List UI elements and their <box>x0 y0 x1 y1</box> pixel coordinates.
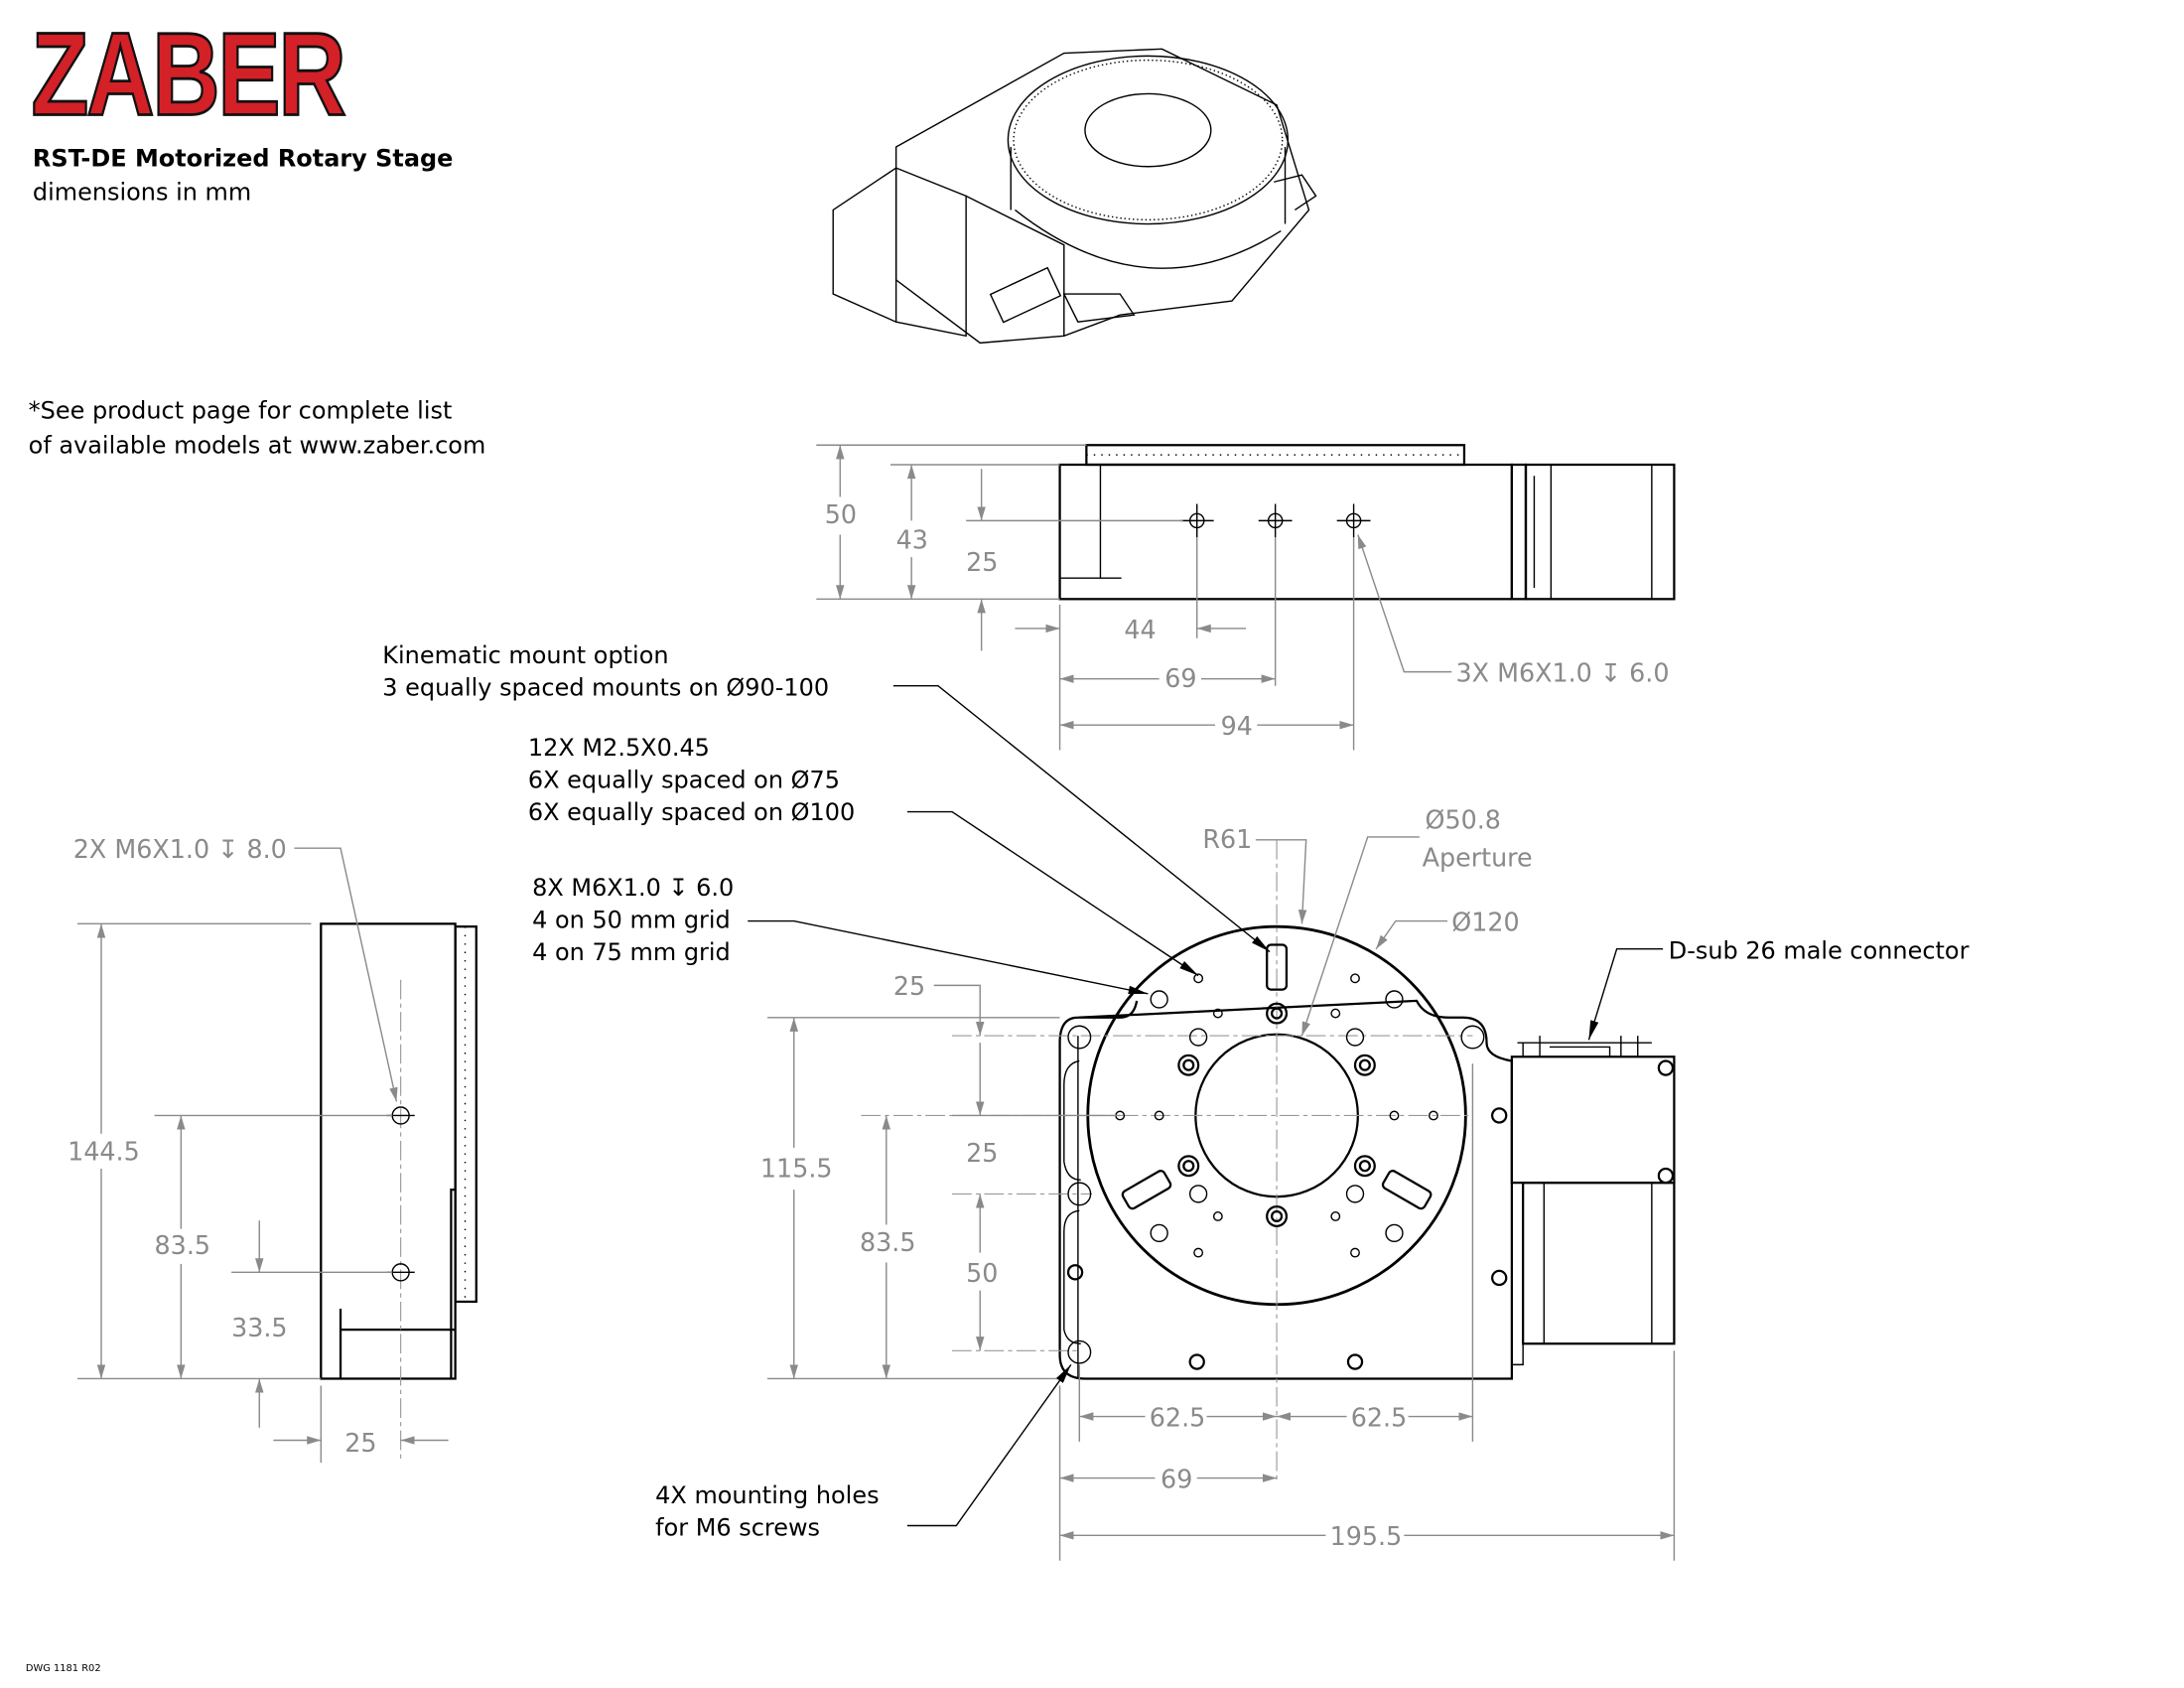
dim-center-x: 69 <box>1160 1464 1192 1493</box>
m6-callout-line-1: 8X M6X1.0 ↧ 6.0 <box>532 874 734 902</box>
mounting-callout-line-2: for M6 screws <box>655 1513 820 1541</box>
dim-hole-upper: 83.5 <box>155 1230 210 1260</box>
front-view: 115.5 83.5 25 25 50 62.5 62.5 69 195.5 R… <box>382 641 1970 1561</box>
dim-hole-offset: 25 <box>344 1428 376 1458</box>
models-note-line-2: of available models at www.zaber.com <box>29 432 486 460</box>
dim-half-width-left: 62.5 <box>1150 1402 1205 1432</box>
dim-top-offset: 25 <box>893 971 925 1001</box>
left-view: 144.5 83.5 33.5 25 2X M6X1.0 ↧ 8.0 <box>68 834 478 1464</box>
motor-side <box>1524 463 1676 601</box>
kinematic-callout-line-2: 3 equally spaced mounts on Ø90-100 <box>382 674 829 702</box>
radius-label: R61 <box>1202 824 1252 854</box>
dim-hole-pitch: 44 <box>1124 615 1156 644</box>
isometric-view <box>832 48 1317 345</box>
mounting-holes <box>1067 1025 1485 1364</box>
dim-hole-lower: 33.5 <box>231 1313 287 1342</box>
dim-half-width-right: 62.5 <box>1351 1402 1407 1432</box>
rotary-ring-teeth <box>1085 444 1466 467</box>
dim-hole-mid: 69 <box>1164 663 1196 693</box>
dim-height-total: 50 <box>825 499 857 529</box>
units-note: dimensions in mm <box>33 179 251 207</box>
kinematic-callout-line-1: Kinematic mount option <box>382 641 668 669</box>
zaber-logo: ZABER <box>30 7 348 141</box>
dim-hole-height: 25 <box>966 547 998 577</box>
aperture-diameter: Ø50.8 <box>1425 804 1500 834</box>
dsub-connector <box>1517 1036 1652 1057</box>
connector-label: D-sub 26 male connector <box>1669 937 1970 965</box>
side-mount-holes <box>1179 503 1371 538</box>
dim-hole-spacing-b: 50 <box>966 1258 998 1288</box>
dim-height-body: 43 <box>896 525 928 555</box>
dim-overall-width: 195.5 <box>1330 1521 1403 1551</box>
dim-depth: 144.5 <box>68 1137 140 1167</box>
mounting-callout-line-1: 4X mounting holes <box>655 1481 879 1509</box>
side-hole-callout: 3X M6X1.0 ↧ 6.0 <box>1456 657 1670 687</box>
dim-center-height: 83.5 <box>860 1227 915 1257</box>
m6-callout-line-2: 4 on 50 mm grid <box>532 907 731 934</box>
housing-screws <box>1066 1059 1675 1370</box>
dim-overall-depth: 115.5 <box>760 1153 833 1183</box>
drawing-number: DWG 1181 R02 <box>26 1663 101 1674</box>
m25-callout-line-2: 6X equally spaced on Ø75 <box>528 767 840 794</box>
aperture-label: Aperture <box>1423 843 1533 873</box>
platform-m6-holes <box>1150 990 1404 1243</box>
dim-hole-spacing-a: 25 <box>966 1138 998 1168</box>
side-view: 50 43 25 44 69 94 3X M6X1.0 ↧ 6.0 <box>816 444 1676 751</box>
platform-counterbores <box>1177 1002 1376 1227</box>
scale-strip <box>454 925 478 1304</box>
models-note-line-1: *See product page for complete list <box>29 396 453 424</box>
connector-housing <box>1510 1055 1676 1185</box>
m25-callout-line-1: 12X M2.5X0.45 <box>528 734 710 762</box>
dim-hole-far: 94 <box>1221 711 1253 741</box>
m6-callout-line-3: 4 on 75 mm grid <box>532 938 731 966</box>
kinematic-mounts <box>1121 943 1433 1210</box>
left-hole-callout: 2X M6X1.0 ↧ 8.0 <box>73 834 287 864</box>
m25-callout-line-3: 6X equally spaced on Ø100 <box>528 798 855 826</box>
platform-diameter: Ø120 <box>1451 907 1519 936</box>
product-title: RST-DE Motorized Rotary Stage <box>33 145 453 173</box>
logo-text: ZABER <box>32 8 345 140</box>
